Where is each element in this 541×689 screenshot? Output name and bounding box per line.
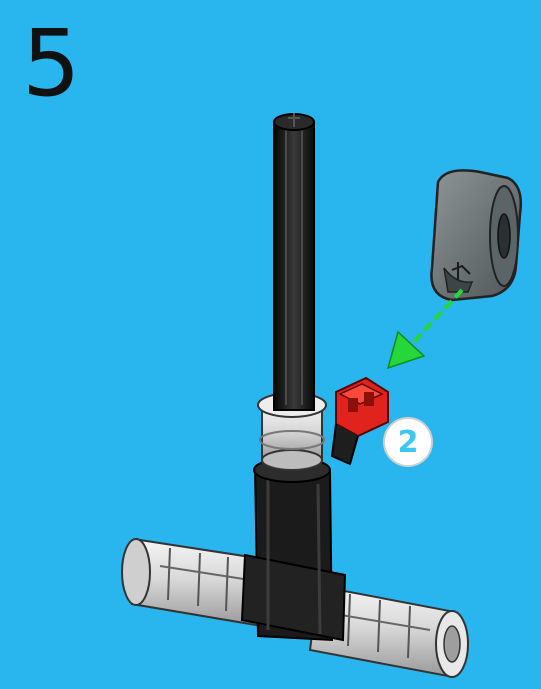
black-cross-block — [242, 458, 345, 640]
axle — [274, 113, 314, 410]
step-number: 5 — [22, 18, 81, 110]
quantity-callout: 2 — [383, 417, 433, 467]
pin-connector — [431, 170, 520, 300]
